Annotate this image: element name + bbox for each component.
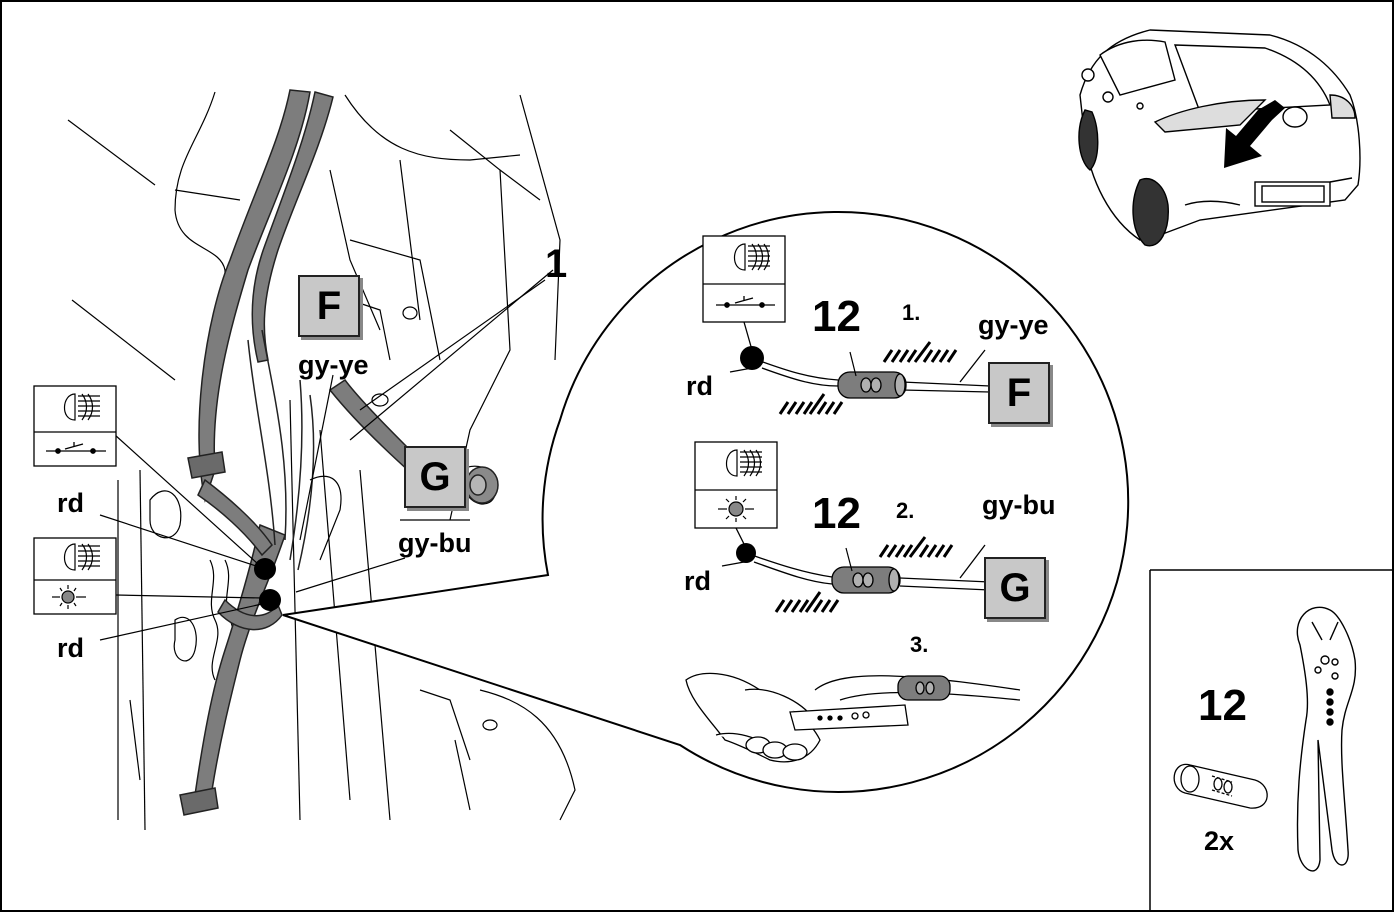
detail-wire-label-rd-2: rd: [684, 566, 711, 596]
connector-label-g: G: [404, 446, 466, 508]
leader-line: [849, 351, 857, 377]
arrow-icon: [1224, 100, 1285, 168]
wire-label-rd-lower: rd: [57, 633, 84, 663]
wire-label-gy-bu: gy-bu: [398, 528, 472, 558]
connection-point-lower: [259, 589, 281, 611]
callout-number: 1: [545, 242, 568, 286]
step-label-3: 3.: [910, 632, 929, 657]
detail-wire-label-gy-ye: gy-ye: [978, 310, 1049, 340]
bulb-icon: [52, 585, 86, 609]
crimp-connector-icon: [837, 371, 907, 399]
wire-label-gy-ye: gy-ye: [298, 350, 369, 380]
detail-wire-label-gy-bu: gy-bu: [982, 490, 1056, 520]
detail-connection-point-1: [740, 346, 764, 370]
fog-lamp-icon: [725, 449, 762, 477]
grommet: [465, 466, 499, 504]
step-label-2: 2.: [896, 498, 915, 523]
crimping-pliers-icon: [1296, 606, 1357, 872]
car-rear-view: [1078, 29, 1361, 247]
crimping-hand-illustration: [685, 672, 1021, 763]
wiring-harness: [194, 89, 422, 797]
connection-point-upper: [254, 558, 276, 580]
leader-lines: [99, 269, 554, 641]
strip-marks-1: [778, 341, 958, 415]
part-number-step-1: 12: [812, 292, 861, 341]
crimp-connector-icon: [1173, 763, 1268, 809]
crimp-connector-icon: [831, 566, 901, 594]
cable-clips: [179, 451, 226, 816]
step-label-1: 1.: [902, 300, 921, 325]
fog-lamp-icon: [733, 243, 770, 271]
wire-label-rd-upper: rd: [57, 488, 84, 518]
detail-connector-label-g: G: [984, 557, 1046, 619]
bulb-icon: [718, 496, 754, 522]
detail-connector-label-f: F: [988, 362, 1050, 424]
leader-line: [845, 547, 853, 572]
fog-lamp-icon: [63, 393, 100, 421]
strip-marks-2: [774, 536, 954, 613]
fog-lamp-icon: [63, 543, 100, 571]
part-number-step-2: 12: [812, 489, 861, 538]
detail-wire-label-rd-1: rd: [686, 371, 713, 401]
detail-connection-point-2: [736, 543, 756, 563]
connector-label-f: F: [298, 275, 360, 337]
parts-quantity: 2x: [1204, 826, 1235, 856]
parts-part-number: 12: [1198, 681, 1247, 730]
